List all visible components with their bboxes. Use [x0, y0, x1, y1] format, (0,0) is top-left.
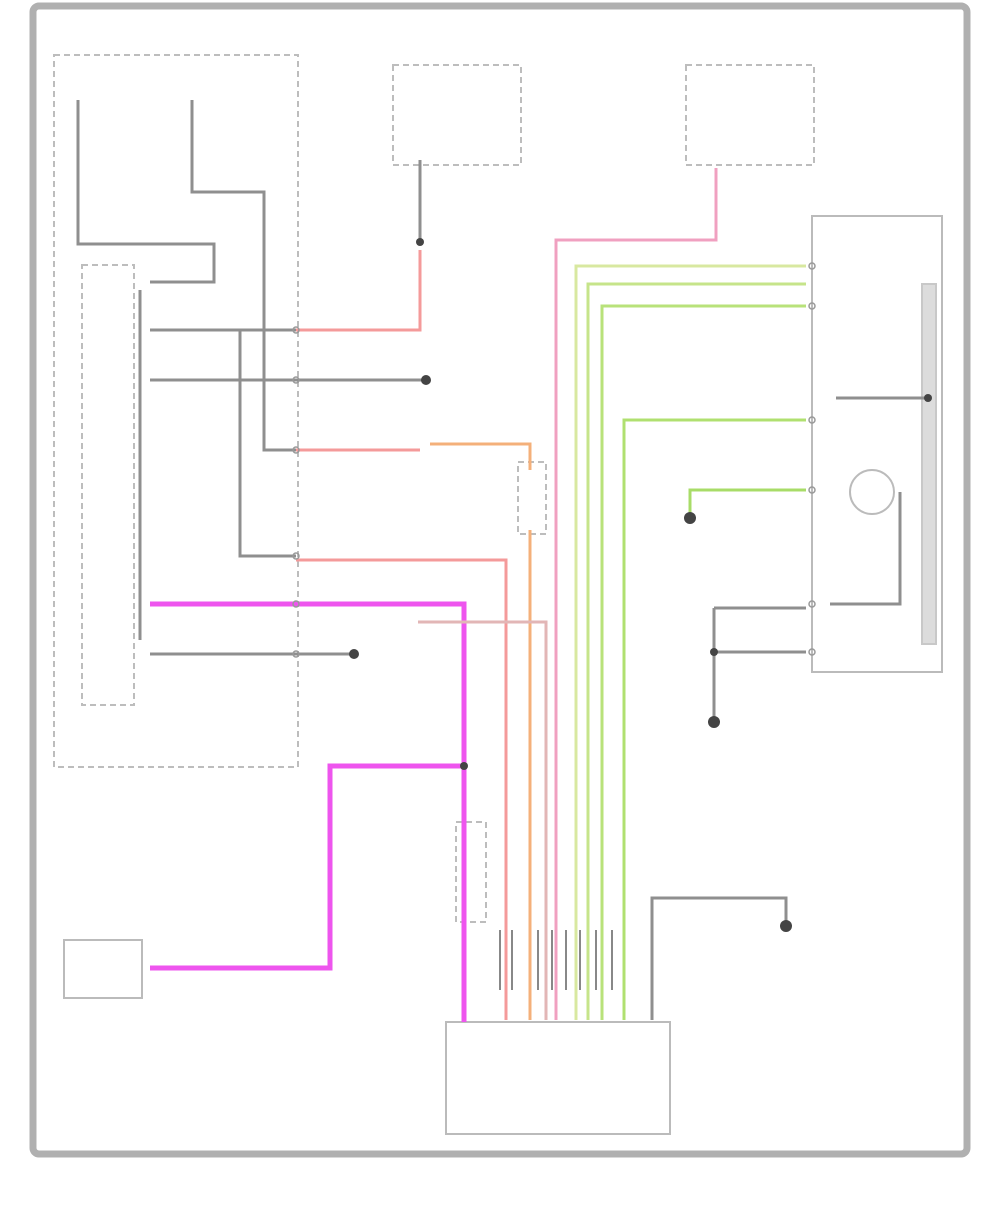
module-box-bottom — [445, 1021, 671, 1135]
connector-lower — [455, 821, 487, 923]
relay-box-left-inner — [81, 264, 135, 706]
junction-points — [349, 238, 932, 932]
switch-box-bottom-left — [63, 939, 143, 999]
wires-gray — [76, 100, 928, 1020]
connector-center — [517, 461, 547, 535]
wires-salmon — [296, 168, 718, 1020]
component-boxes — [53, 54, 815, 923]
wires-green — [574, 264, 806, 1020]
connector-pins — [292, 262, 816, 658]
fuse-box-left — [53, 54, 299, 768]
switch-box-right-inner — [921, 283, 937, 645]
solid-boxes — [63, 215, 943, 1135]
fuse-box-top-right — [685, 64, 815, 166]
diagram-frame — [29, 2, 971, 1158]
switch-box-right — [811, 215, 943, 673]
module-connector — [499, 930, 613, 990]
fuse-box-top-center — [392, 64, 522, 166]
motor-symbol — [849, 469, 895, 515]
wires-pink — [150, 601, 467, 1022]
